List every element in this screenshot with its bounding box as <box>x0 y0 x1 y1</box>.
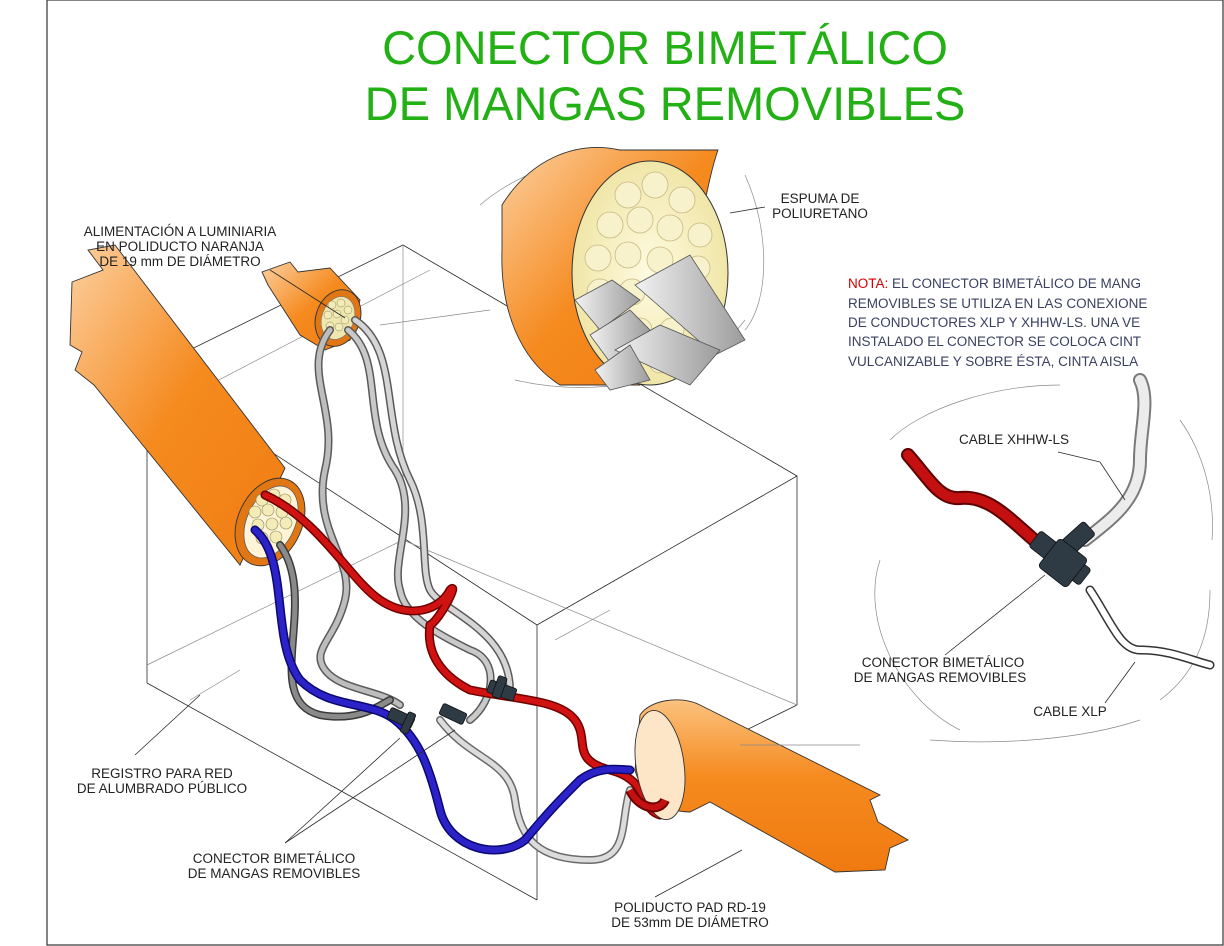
detalle-espuma <box>479 147 765 391</box>
cables <box>250 316 665 864</box>
title-line-1: CONECTOR BIMETÁLICO <box>382 21 948 74</box>
label-alimentacion-2: EN POLIDUCTO NARANJA <box>96 239 264 254</box>
detalle-conector <box>874 373 1215 743</box>
labels: ESPUMA DE POLIURETANO ALIMENTACIÓN A LUM… <box>77 191 1107 930</box>
note-line-2: REMOVIBLES SE UTILIZA EN LAS CONEXIONE <box>848 296 1147 311</box>
label-conector-1: CONECTOR BIMETÁLICO <box>193 851 356 866</box>
sheet-border <box>46 0 1224 946</box>
label-detail-conector-2: DE MANGAS REMOVIBLES <box>854 670 1027 685</box>
label-registro-2: DE ALUMBRADO PÚBLICO <box>77 781 247 796</box>
label-conector-2: DE MANGAS REMOVIBLES <box>188 866 361 881</box>
label-cable-xlp: CABLE XLP <box>1033 704 1107 719</box>
nota: NOTA: EL CONECTOR BIMETÁLICO DE MANG REM… <box>848 276 1147 369</box>
note-line-1-text: EL CONECTOR BIMETÁLICO DE MANG <box>888 276 1141 291</box>
poliducto-entrada-izquierda <box>69 244 306 567</box>
label-poliducto-1: POLIDUCTO PAD RD-19 <box>614 900 766 915</box>
label-espuma-1: ESPUMA DE <box>781 191 860 206</box>
note-line-1: NOTA: EL CONECTOR BIMETÁLICO DE MANG <box>848 276 1141 291</box>
note-line-3: DE CONDUCTORES XLP Y XHHW-LS. UNA VE <box>848 315 1140 330</box>
title-line-2: DE MANGAS REMOVIBLES <box>365 77 966 130</box>
label-registro-1: REGISTRO PARA RED <box>91 766 233 781</box>
label-detail-conector-1: CONECTOR BIMETÁLICO <box>862 655 1025 670</box>
conector-bimetalico-interior <box>386 675 518 735</box>
label-alimentacion-1: ALIMENTACIÓN A LUMINIARIA <box>84 224 277 239</box>
note-line-5: VULCANIZABLE Y SOBRE ÉSTA, CINTA AISLA <box>848 354 1138 369</box>
label-espuma-2: POLIURETANO <box>772 206 868 221</box>
label-poliducto-2: DE 53mm DE DIÁMETRO <box>611 915 769 930</box>
note-line-4: INSTALADO EL CONECTOR SE COLOCA CINT <box>848 334 1141 349</box>
label-cable-xhhw: CABLE XHHW-LS <box>959 432 1069 447</box>
poliducto-salida-derecha <box>625 699 909 873</box>
label-alimentacion-3: DE 19 mm DE DIÁMETRO <box>99 254 260 269</box>
note-key: NOTA: <box>848 276 888 291</box>
leader-lines <box>134 206 860 898</box>
